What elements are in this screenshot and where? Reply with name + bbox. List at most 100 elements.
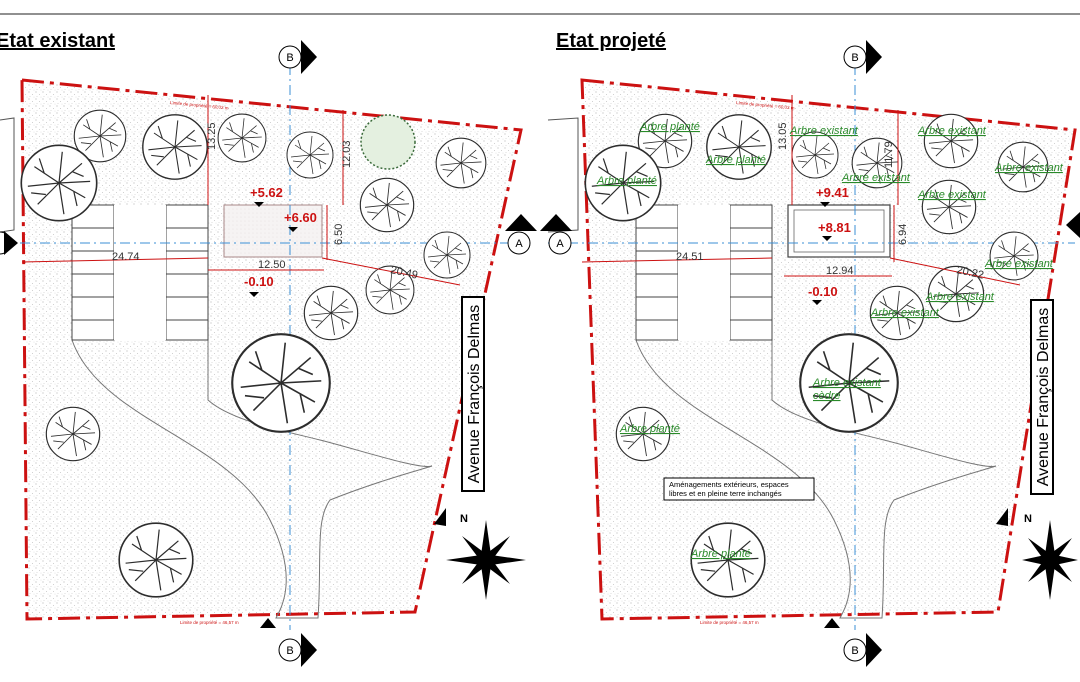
neighbor-outline: [0, 117, 15, 233]
note-box: Aménagements extérieurs, espaces libres …: [663, 477, 815, 501]
level-marker: +9.41: [816, 185, 849, 200]
property-limit-label: Limite de propriété = 60,03 m: [170, 100, 229, 111]
section-marker-label: B: [851, 52, 858, 64]
garden-path-outline: [635, 339, 997, 619]
tree-label: Arbre planté: [596, 175, 657, 187]
street-arrow-icon: [434, 508, 446, 526]
tree-label: cèdre: [813, 390, 841, 402]
tree-label: Arbre existant: [841, 172, 911, 184]
tree-icon: [20, 144, 98, 222]
panel-title-projected: Etat projeté: [556, 30, 666, 52]
section-marker-icon: B: [278, 40, 317, 74]
garden-path-outline: [71, 339, 433, 619]
dim-label: 13.25: [206, 122, 218, 150]
level-marker: +8.81: [818, 220, 851, 235]
parking-stalls: [635, 204, 773, 341]
section-marker-icon: [1066, 212, 1080, 238]
tree-label: Arbre existant: [917, 125, 987, 137]
level-marker: -0.10: [808, 284, 838, 299]
street-label: Avenue François Delmas: [461, 296, 485, 492]
dimension-lines: [581, 95, 1021, 286]
north-arrow-icon: N: [446, 513, 526, 600]
section-marker-icon: A: [540, 214, 572, 255]
section-marker-label: A: [556, 238, 564, 250]
tree-icon: [231, 333, 331, 433]
tree-icon: [690, 522, 766, 598]
section-marker-label: B: [286, 52, 293, 64]
lawn-outline: [771, 205, 997, 468]
dim-label: 20.22: [955, 264, 984, 281]
section-marker-icon: B: [843, 40, 882, 74]
section-marker-label: B: [851, 645, 858, 657]
neighbor-outline: [547, 117, 579, 233]
building-inner-outline: [793, 209, 885, 253]
tree-label: Arbre existant: [789, 125, 859, 137]
tree-icon: [791, 131, 839, 179]
dim-label: 12.94: [826, 265, 854, 277]
section-marker-icon: A: [505, 214, 537, 255]
north-arrow-icon: N: [1022, 513, 1078, 600]
tree-label: Arbre existant: [917, 189, 987, 201]
note-line: Aménagements extérieurs, espaces: [669, 480, 789, 489]
section-marker-label: B: [286, 645, 293, 657]
tree-label: Arbre planté: [619, 423, 680, 435]
parking-stalls: [71, 204, 209, 341]
tree-label: Arbre existant: [870, 307, 940, 319]
building-footprint: [787, 204, 891, 258]
section-marker-icon: [0, 231, 18, 255]
tree-icon: [989, 231, 1039, 281]
north-label: N: [1024, 513, 1032, 525]
tree-label: Arbre planté: [639, 121, 700, 133]
section-marker-icon: B: [260, 618, 317, 667]
level-marker: -0.10: [244, 274, 274, 289]
note-line: libres et en pleine terre inchangés: [669, 489, 782, 498]
tree-icon: [923, 113, 979, 169]
existing-state-panel: Etat existant: [0, 30, 537, 667]
street-name: Avenue François Delmas: [466, 305, 483, 483]
panel-title-existing: Etat existant: [0, 30, 115, 52]
north-label: N: [460, 513, 468, 525]
dim-label: 6.94: [897, 224, 909, 245]
dim-label: 24.74: [112, 251, 140, 263]
level-marker: +5.62: [250, 185, 283, 200]
tree-icon: [286, 131, 334, 179]
property-limit-label: Limite de propriété = 46,57 m: [700, 620, 759, 625]
tree-label: Arbre planté: [690, 548, 751, 560]
dimension-lines: [21, 95, 461, 286]
tree-icon: [303, 285, 359, 341]
tree-label: Arbre existant: [812, 377, 882, 389]
dim-label: 24.51: [676, 251, 704, 263]
section-marker-label: A: [515, 238, 523, 250]
section-marker-icon: B: [824, 618, 882, 667]
projected-state-panel: Etat projeté: [540, 30, 1080, 667]
tree-label: Arbre existant: [925, 291, 995, 303]
dim-label: 13.05: [777, 122, 789, 150]
tree-icon: [217, 113, 267, 163]
tree-icon: [423, 231, 471, 279]
tree-label: Arbre existant: [984, 258, 1054, 270]
tree-icon: [435, 137, 487, 189]
street-label: Avenue François Delmas: [1030, 299, 1054, 495]
building-footprint: [223, 204, 323, 258]
tree-label: Arbre existant: [994, 162, 1064, 174]
tree-icon: [706, 114, 772, 180]
dim-label: 12.03: [341, 140, 353, 168]
tree-icon: [360, 114, 416, 170]
tree-label: Arbre planté: [705, 154, 766, 166]
trees-existing: [20, 109, 487, 598]
dim-label: 6.50: [333, 224, 345, 245]
dim-label: 11.79: [883, 141, 895, 168]
level-marker: +6.60: [284, 210, 317, 225]
tree-icon: [359, 177, 415, 233]
property-limit-label: Limite de propriété = 60,03 m: [736, 100, 795, 111]
lawn-outline: [207, 205, 433, 468]
street-arrow-icon: [996, 508, 1008, 526]
property-limit-label: Limite de propriété = 46,57 m: [180, 620, 239, 625]
dim-label: 12.50: [258, 259, 286, 271]
tree-icon: [45, 406, 101, 462]
dim-label: 20.49: [389, 264, 418, 281]
tree-icon: [118, 522, 194, 598]
tree-icon: [142, 114, 208, 180]
street-name: Avenue François Delmas: [1035, 308, 1052, 486]
